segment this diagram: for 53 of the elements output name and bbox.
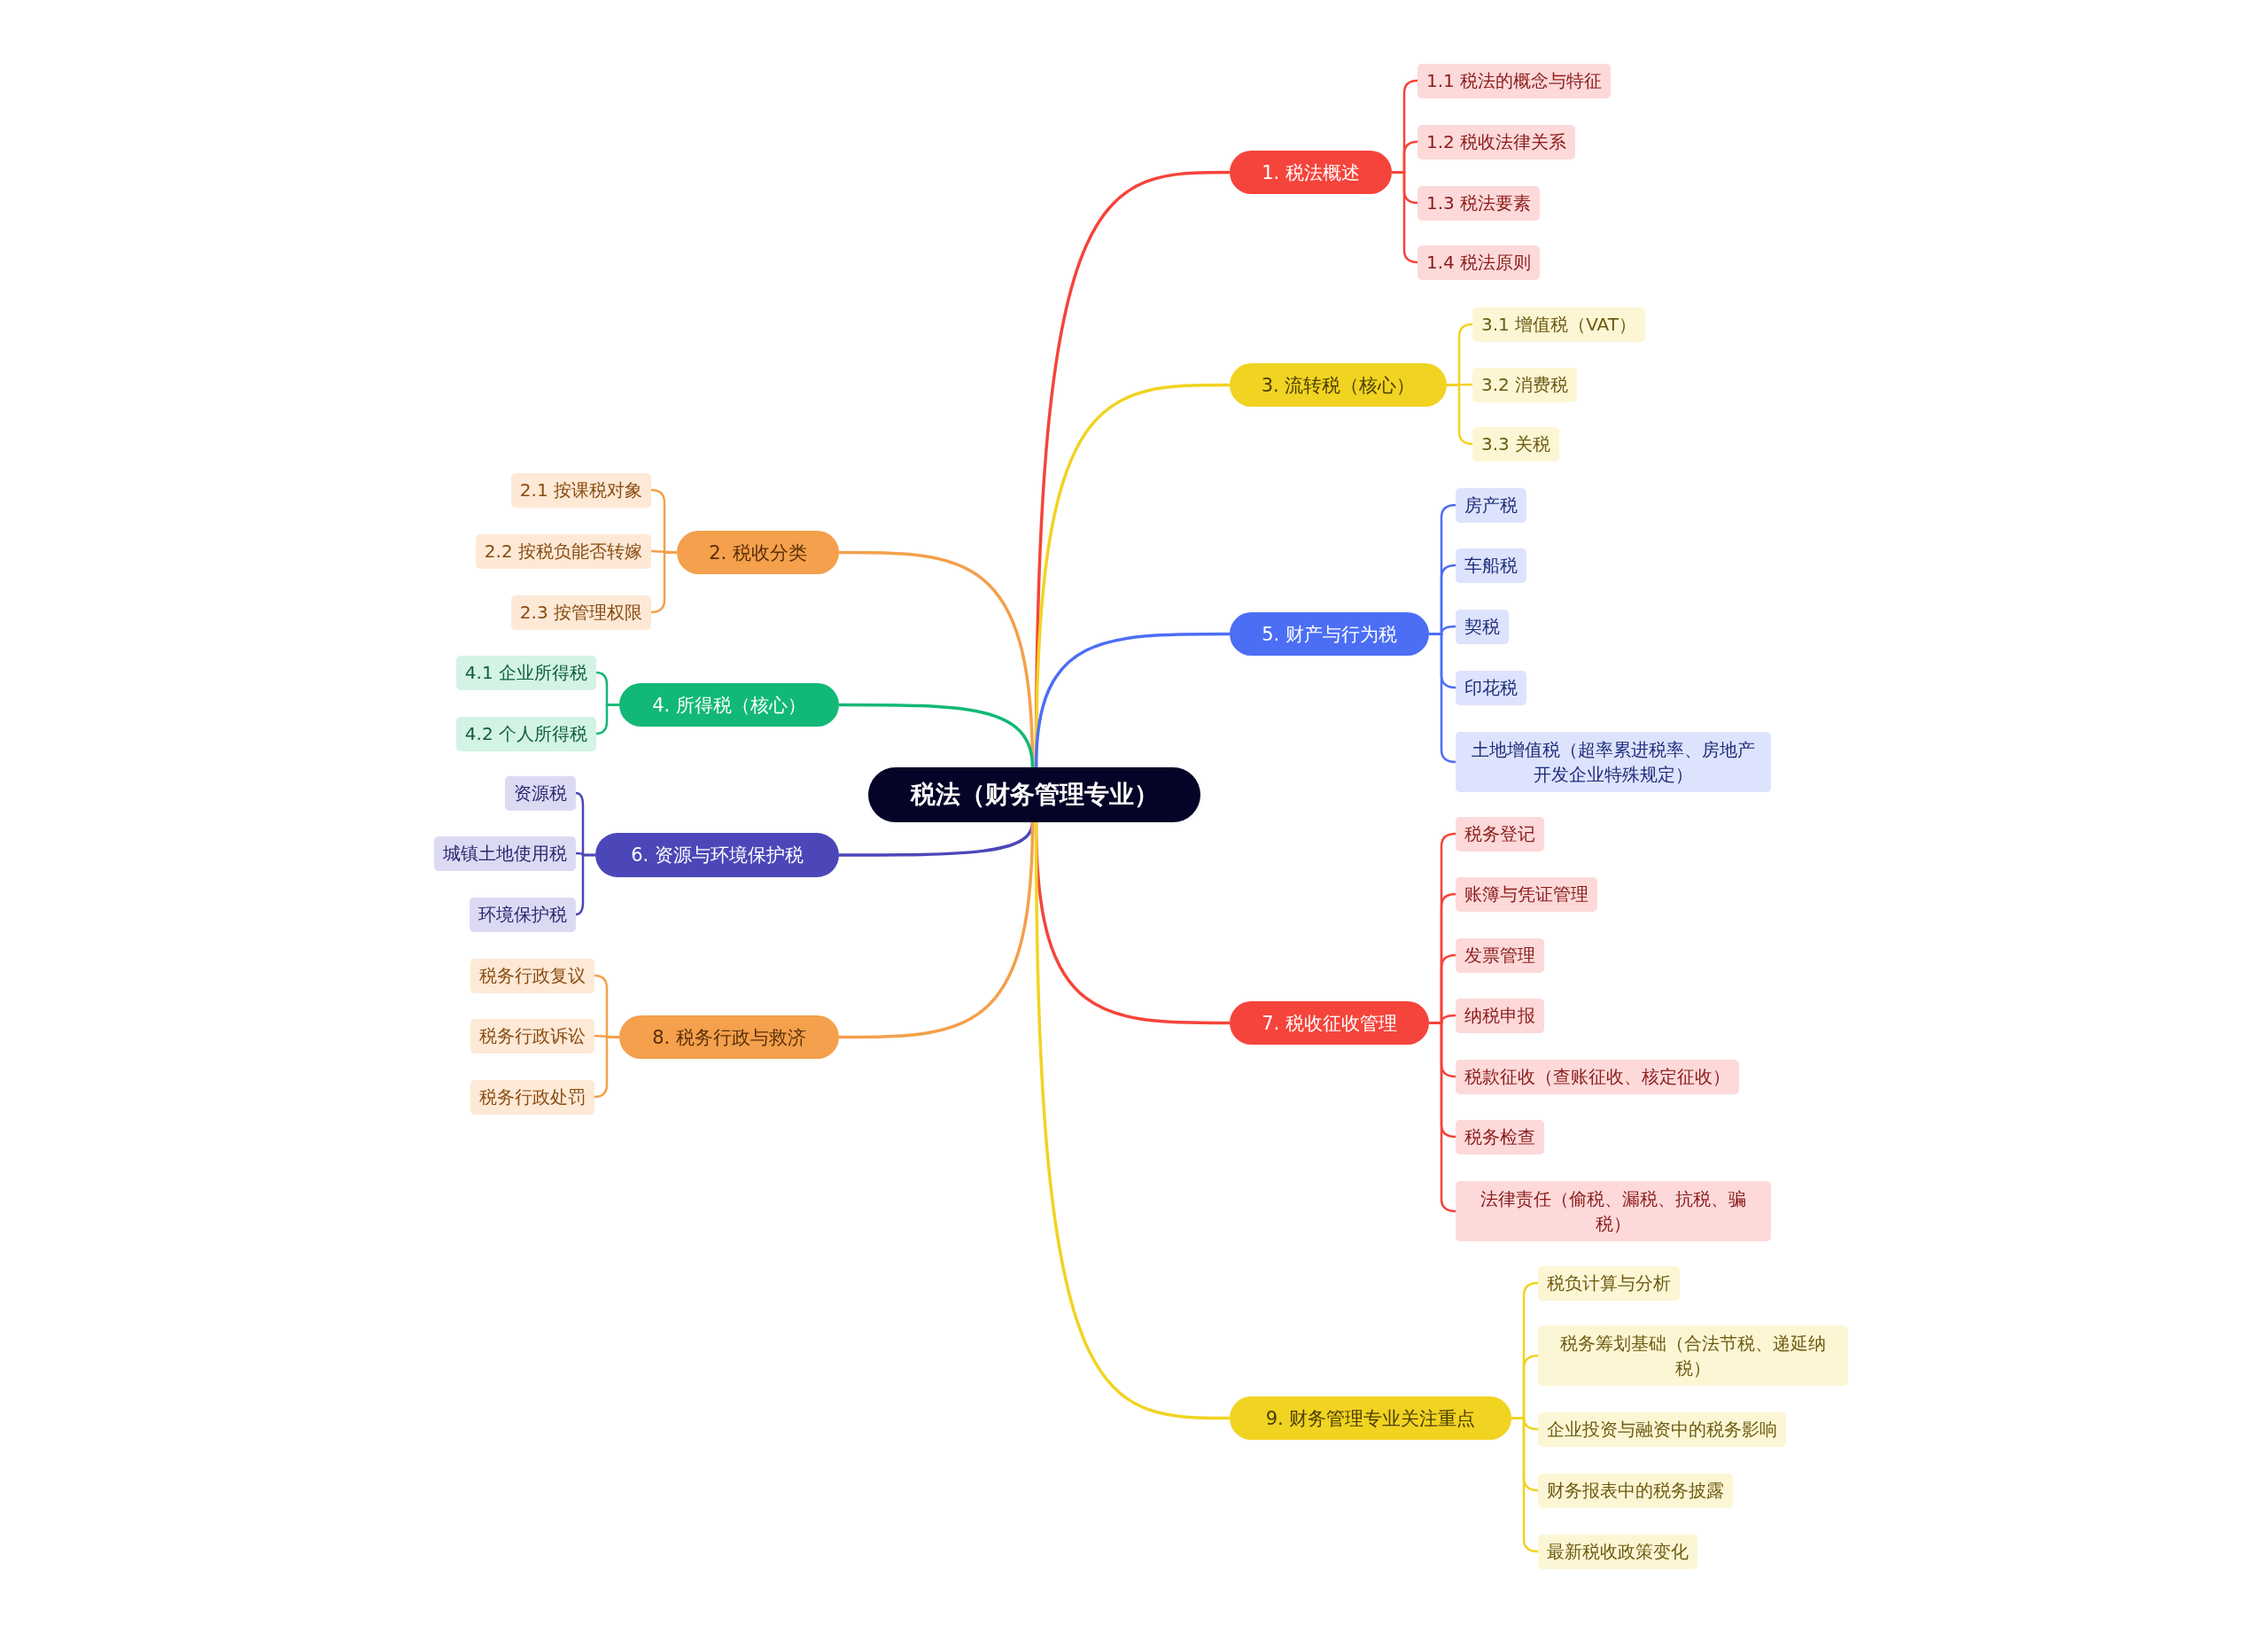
branch-topic: 8. 税务行政与救济 — [619, 1015, 839, 1059]
branch-topic: 2. 税收分类 — [677, 531, 839, 574]
subtopic-box: 2.3 按管理权限 — [510, 595, 651, 630]
subtopic-box: 税务筹划基础（合法节税、递延纳税） — [1538, 1326, 1848, 1386]
branch-line — [650, 551, 677, 614]
branch-line — [575, 853, 595, 916]
subtopic-box: 税负计算与分析 — [1538, 1265, 1680, 1301]
subtopic-box: 印花税 — [1456, 670, 1526, 705]
subtopic-box: 车船税 — [1456, 548, 1526, 583]
subtopic-box: 企业投资与融资中的税务影响 — [1538, 1411, 1786, 1447]
subtopic-box: 2.1 按课税对象 — [510, 472, 651, 508]
subtopic-box: 税务检查 — [1456, 1119, 1544, 1155]
subtopic-box: 税款征收（查账征收、核定征收） — [1456, 1059, 1739, 1094]
subtopic-box: 账簿与凭证管理 — [1456, 876, 1597, 912]
branch-line — [839, 703, 1035, 768]
branch-topic: 7. 税收征收管理 — [1230, 1001, 1429, 1045]
subtopic-box: 3.2 消费税 — [1472, 367, 1578, 402]
subtopic-box: 环境保护税 — [470, 897, 576, 932]
subtopic-box: 税务行政复议 — [470, 958, 594, 993]
subtopic-box: 纳税申报 — [1456, 998, 1544, 1033]
branch-topic: 6. 资源与环境保护税 — [595, 833, 839, 877]
central-topic: 税法（财务管理专业） — [868, 767, 1200, 822]
subtopic-box: 土地增值税（超率累进税率、房地产开发企业特殊规定） — [1456, 732, 1771, 792]
subtopic-box: 3.3 关税 — [1472, 426, 1560, 462]
subtopic-box: 1.1 税法的概念与特征 — [1418, 63, 1612, 98]
subtopic-box: 法律责任（偷税、漏税、抗税、骗税） — [1456, 1181, 1771, 1241]
branch-topic: 3. 流转税（核心） — [1230, 363, 1447, 407]
subtopic-box: 资源税 — [505, 775, 576, 811]
subtopic-box: 3.1 增值税（VAT） — [1472, 307, 1645, 342]
subtopic-box: 税务行政处罚 — [470, 1079, 594, 1115]
branch-line — [595, 704, 619, 735]
subtopic-box: 契税 — [1456, 609, 1509, 644]
subtopic-box: 1.3 税法要素 — [1418, 185, 1541, 221]
branch-topic: 5. 财产与行为税 — [1230, 612, 1429, 656]
branch-line — [1034, 822, 1231, 1420]
subtopic-box: 税务登记 — [1456, 816, 1544, 851]
branch-line — [839, 821, 1035, 1039]
branch-line — [594, 1036, 619, 1099]
subtopic-box: 2.2 按税负能否转嫁 — [475, 533, 651, 569]
subtopic-box: 财务报表中的税务披露 — [1538, 1473, 1733, 1508]
branch-topic: 9. 财务管理专业关注重点 — [1230, 1396, 1511, 1440]
branch-topic: 4. 所得税（核心） — [619, 683, 839, 727]
subtopic-box: 房产税 — [1456, 487, 1526, 523]
subtopic-box: 1.2 税收法律关系 — [1418, 124, 1576, 159]
subtopic-box: 城镇土地使用税 — [434, 836, 576, 871]
branch-topic: 1. 税法概述 — [1230, 151, 1392, 194]
subtopic-box: 税务行政诉讼 — [470, 1018, 594, 1054]
subtopic-box: 4.2 个人所得税 — [455, 716, 596, 751]
subtopic-box: 4.1 企业所得税 — [455, 655, 596, 690]
subtopic-box: 最新税收政策变化 — [1538, 1534, 1697, 1569]
subtopic-box: 1.4 税法原则 — [1418, 245, 1541, 280]
subtopic-box: 发票管理 — [1456, 937, 1544, 973]
branch-line — [1034, 632, 1230, 768]
